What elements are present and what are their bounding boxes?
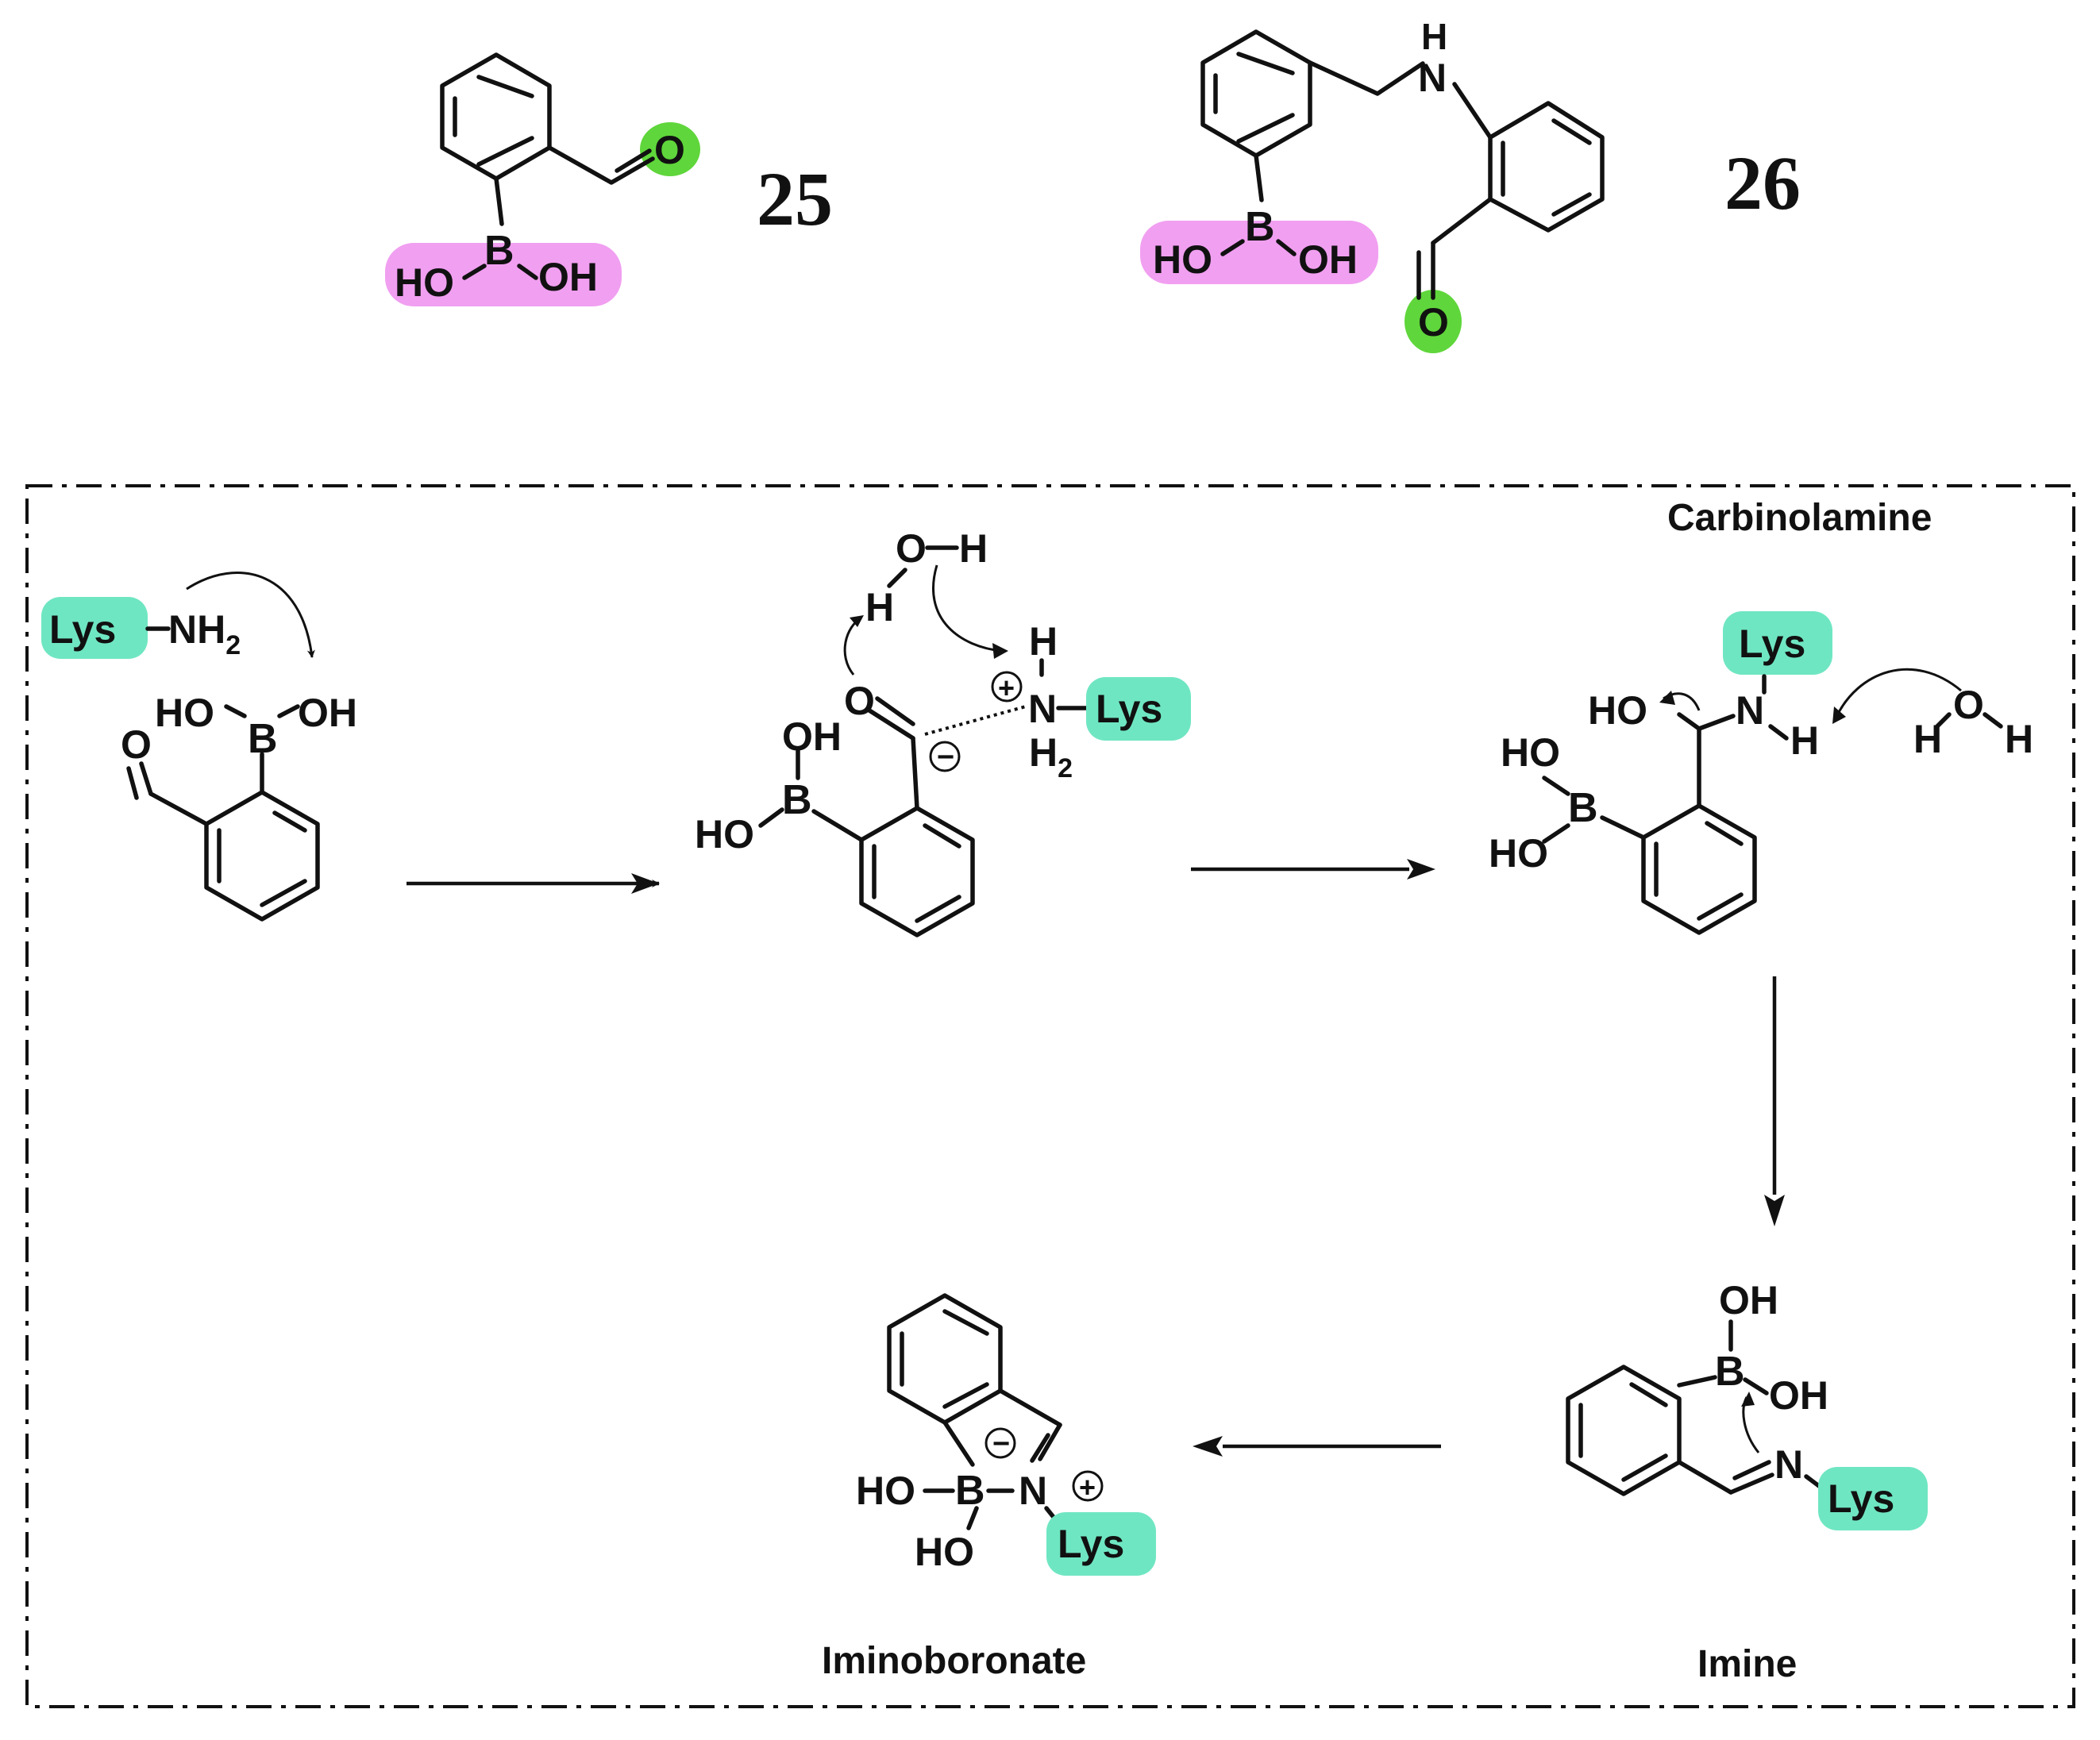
lys-label: Lys bbox=[1058, 1522, 1124, 1566]
lys-highlight bbox=[1086, 677, 1191, 741]
carbinolamine-label: Carbinolamine bbox=[1667, 497, 1932, 539]
boronic-acid-highlight bbox=[385, 243, 622, 306]
step1-reactants: Lys NH2 O B HO OH bbox=[41, 572, 357, 922]
lys-label: Lys bbox=[1739, 622, 1805, 666]
amine-hydrogen: H bbox=[1421, 16, 1447, 57]
positive-charge bbox=[1072, 1470, 1104, 1502]
imine-nitrogen: N bbox=[1774, 1442, 1803, 1487]
hydroxyl-carbinol: HO bbox=[1588, 688, 1647, 733]
compound-26: H N B HO OH O 26 bbox=[1140, 16, 1801, 353]
hydroxyl-left: HO bbox=[395, 260, 454, 305]
carbonyl-oxygen: O bbox=[654, 128, 685, 172]
ammonium-nitrogen: N bbox=[1028, 687, 1057, 731]
alkoxide-oxygen: O bbox=[844, 679, 875, 723]
benzene-ring-left bbox=[1200, 29, 1312, 158]
mechanism-frame bbox=[25, 484, 2075, 1708]
hydroxyl-lower: HO bbox=[1489, 831, 1548, 876]
hydroxyl-right: OH bbox=[1298, 237, 1358, 282]
boronic-acid-highlight bbox=[1140, 221, 1378, 284]
water-hydrogen: H bbox=[959, 526, 988, 571]
positive-charge bbox=[991, 671, 1023, 703]
carbonyl-highlight bbox=[1404, 290, 1462, 353]
water-hydrogen-right: H bbox=[2005, 717, 2033, 761]
boron-atom: B bbox=[955, 1468, 985, 1514]
compound-number-26: 26 bbox=[1724, 141, 1801, 225]
compound-25: B HO OH O 25 bbox=[385, 52, 833, 306]
hydroxyl-upper: HO bbox=[1501, 730, 1560, 775]
carbonyl-oxygen: O bbox=[1418, 300, 1449, 345]
nucleophilic-attack-arrow bbox=[186, 572, 315, 658]
imine-label: Imine bbox=[1697, 1643, 1797, 1685]
iminium-nitrogen: N bbox=[1019, 1469, 1047, 1513]
lys-highlight bbox=[41, 597, 148, 659]
benzene-ring bbox=[204, 790, 320, 922]
benzene-ring bbox=[1566, 1365, 1682, 1496]
lys-label: Lys bbox=[1828, 1476, 1894, 1521]
lys-label: Lys bbox=[1096, 687, 1162, 731]
svg-text:−: − bbox=[992, 1427, 1010, 1461]
aldehyde-oxygen: O bbox=[121, 722, 152, 767]
lys-label: Lys bbox=[49, 607, 116, 652]
svg-text:+: + bbox=[1079, 1471, 1096, 1503]
amine-nh2: NH2 bbox=[168, 607, 241, 660]
svg-text:+: + bbox=[998, 672, 1015, 704]
hydroxyl-right: OH bbox=[1769, 1373, 1828, 1418]
lys-highlight bbox=[1818, 1467, 1928, 1530]
aldehyde-bond bbox=[547, 145, 655, 185]
benzene-ring bbox=[440, 52, 552, 181]
negative-charge bbox=[929, 741, 961, 772]
benzene-ring bbox=[1641, 803, 1757, 935]
boron-atom: B bbox=[484, 228, 514, 274]
ammonium-h2: H2 bbox=[1029, 730, 1073, 783]
hydroxyl-left: HO bbox=[1153, 237, 1212, 282]
transferring-hydrogen: H bbox=[865, 585, 894, 629]
step5-iminoboronate: − HO B N + HO Lys Iminoboronate bbox=[822, 1293, 1156, 1682]
benzene-ring bbox=[887, 1293, 1003, 1425]
amine-hydrogen: H bbox=[1790, 718, 1819, 763]
carbonyl-highlight bbox=[640, 122, 700, 176]
water-oxygen: O bbox=[1953, 683, 1984, 727]
hydroxyl-top: OH bbox=[782, 714, 842, 759]
compound-number-25: 25 bbox=[757, 156, 833, 241]
hydroxyl-left: HO bbox=[155, 691, 214, 735]
boron-atom: B bbox=[1568, 785, 1598, 831]
water-oxygen: O bbox=[896, 526, 927, 571]
benzylic-linker bbox=[1308, 60, 1425, 96]
ammonium-hydrogen-top: H bbox=[1029, 619, 1058, 664]
step4-imine: OH B OH N Lys Imine bbox=[1566, 1278, 1928, 1685]
iminoboronate-label: Iminoboronate bbox=[822, 1640, 1086, 1682]
amine-nitrogen: N bbox=[1418, 56, 1447, 100]
benzene-ring-right bbox=[1488, 101, 1605, 233]
amine-nitrogen: N bbox=[1736, 688, 1764, 733]
lys-highlight bbox=[1046, 1512, 1156, 1576]
svg-text:−: − bbox=[937, 741, 954, 774]
lys-highlight bbox=[1723, 611, 1832, 675]
step3-carbinolamine: Carbinolamine Lys N H H O H HO B HO HO bbox=[1489, 497, 2033, 935]
boron-atom: B bbox=[1245, 204, 1275, 250]
partial-bond bbox=[924, 705, 1027, 736]
boron-atom: B bbox=[248, 716, 278, 762]
hydroxyl-top: OH bbox=[1719, 1278, 1778, 1322]
step2-intermediate: O H H H + N Lys H2 O − B OH HO bbox=[695, 526, 1191, 937]
hydroxyl-right: OH bbox=[538, 255, 598, 299]
boron-atom: B bbox=[1715, 1349, 1745, 1395]
hydroxyl-right: OH bbox=[298, 691, 357, 735]
hydroxyl-left: HO bbox=[856, 1469, 915, 1513]
benzene-ring bbox=[859, 806, 975, 937]
boron-atom: B bbox=[782, 777, 812, 823]
negative-charge bbox=[984, 1427, 1016, 1459]
hydroxyl-left: HO bbox=[695, 812, 754, 857]
hydroxyl-bottom: HO bbox=[915, 1530, 974, 1574]
